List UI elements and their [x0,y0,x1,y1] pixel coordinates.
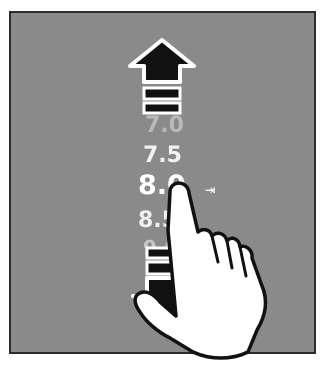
arrow-up-icon[interactable] [130,40,194,113]
